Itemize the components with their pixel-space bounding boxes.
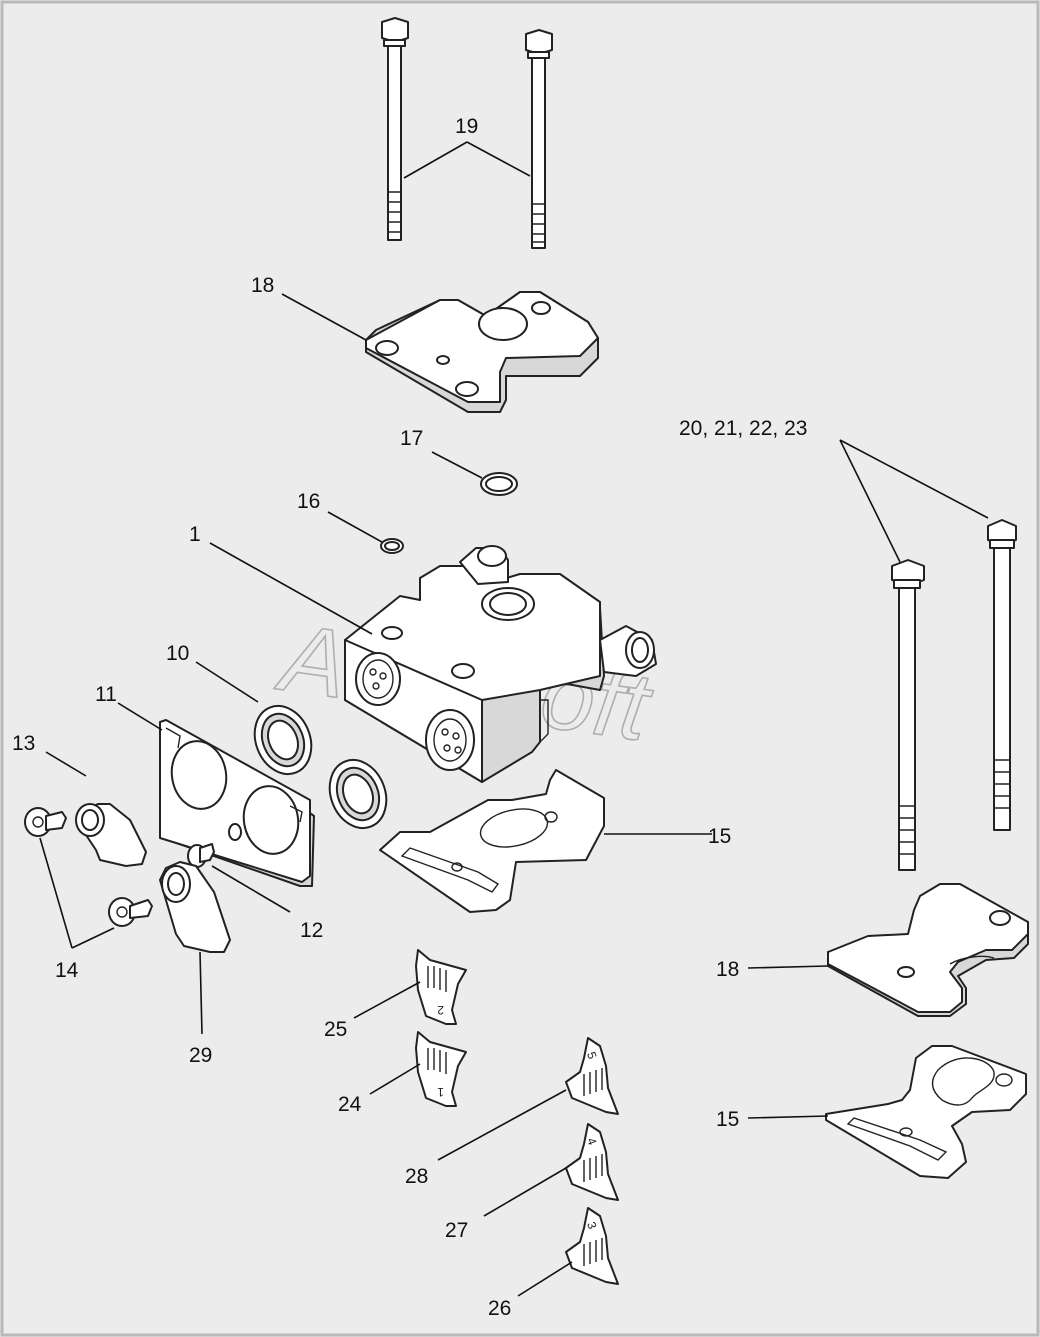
callout-27: 27 (445, 1219, 468, 1242)
callout-18-lower: 18 (716, 958, 739, 981)
callout-28: 28 (405, 1165, 428, 1188)
bolt-19-right (525, 29, 553, 249)
callout-24: 24 (338, 1093, 362, 1116)
part-14-screws[interactable] (24, 807, 153, 927)
decal-28-number: 5 (584, 1050, 600, 1061)
part-15-gasket-right[interactable] (825, 1045, 1027, 1179)
callout-29: 29 (189, 1044, 212, 1067)
bolt-20-23-long (987, 519, 1017, 831)
screw-14-lower (108, 897, 153, 927)
callout-25: 25 (324, 1018, 347, 1041)
part-28-decal[interactable]: 5 (565, 1037, 619, 1115)
callout-15-upper: 15 (708, 825, 731, 848)
part-16-small-o-ring[interactable] (380, 538, 404, 554)
part-27-decal[interactable]: 4 (565, 1123, 619, 1201)
callout-16: 16 (297, 490, 320, 513)
callout-1: 1 (189, 523, 201, 546)
decal-27-number: 4 (584, 1136, 600, 1147)
callout-20-23: 20, 21, 22, 23 (679, 417, 807, 440)
part-25-decal[interactable]: 2 (415, 949, 467, 1025)
leader-lines (39, 141, 989, 1297)
part-1-valve-body[interactable] (344, 545, 657, 783)
part-13-lever-cap[interactable] (75, 803, 147, 867)
part-12-small-screw[interactable] (187, 843, 215, 868)
callout-14: 14 (55, 959, 79, 982)
callout-17: 17 (400, 427, 423, 450)
callout-18-upper: 18 (251, 274, 274, 297)
callout-labels: 19 18 17 16 1 20, 21, 22, 23 10 11 13 15… (12, 115, 807, 1320)
callout-13: 13 (12, 732, 35, 755)
callout-26: 26 (488, 1297, 511, 1320)
decal-24-number: 1 (437, 1085, 444, 1099)
part-18-lower-plate[interactable] (827, 883, 1029, 1017)
callout-11: 11 (95, 683, 117, 706)
decal-25-number: 2 (437, 1003, 444, 1017)
part-26-decal[interactable]: 3 (565, 1207, 619, 1285)
part-15-gasket-left[interactable] (379, 769, 605, 913)
part-24-decal[interactable]: 1 (415, 1031, 467, 1107)
screw-14-upper (24, 807, 67, 837)
callout-12: 12 (300, 919, 323, 942)
bolt-20-23-short (891, 559, 925, 871)
part-29-lever-cap[interactable] (159, 861, 231, 953)
decal-26-number: 3 (584, 1220, 600, 1231)
part-19-long-bolts[interactable] (381, 17, 553, 249)
part-17-o-ring[interactable] (480, 472, 518, 496)
callout-10: 10 (166, 642, 189, 665)
callout-19: 19 (455, 115, 478, 138)
bolt-19-left (381, 17, 409, 241)
part-10-seals[interactable] (245, 697, 396, 836)
parts-20-23-bolts[interactable] (891, 519, 1017, 871)
callout-15-lower: 15 (716, 1108, 739, 1131)
part-18-upper-plate[interactable] (365, 291, 599, 413)
